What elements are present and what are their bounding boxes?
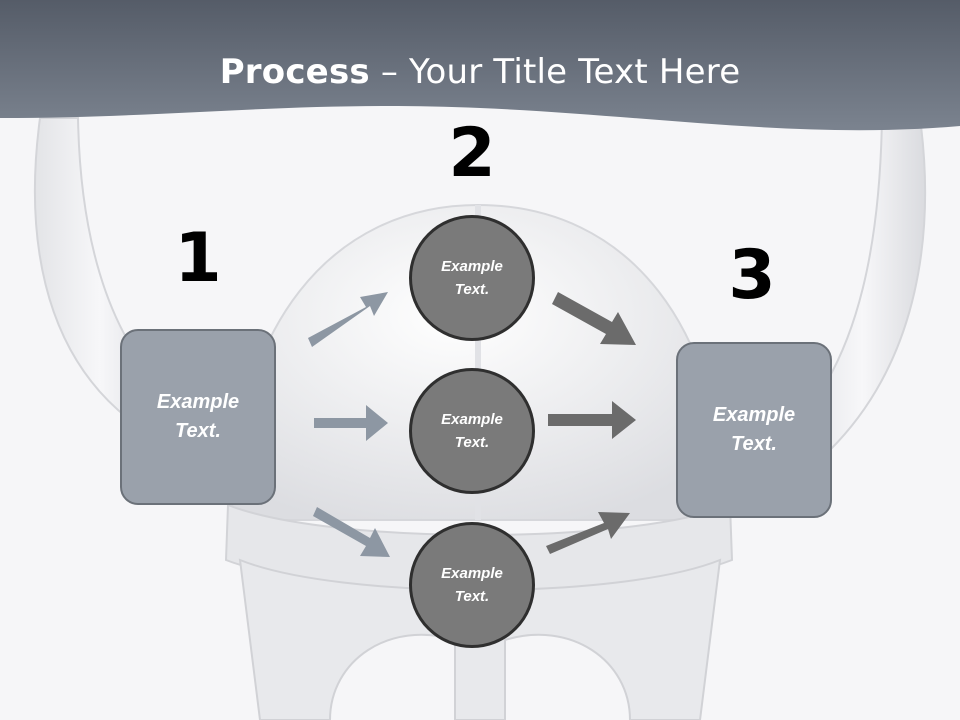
step-2-circle-top: Example Text. (409, 215, 535, 341)
step-3-number: 3 (728, 236, 776, 315)
step-2-circle-middle: Example Text. (409, 368, 535, 494)
circle-bottom-label: Example Text. (441, 565, 503, 605)
circle-middle-label: Example Text. (441, 411, 503, 451)
step-1-number: 1 (174, 219, 222, 298)
title-rest: – Your Title Text Here (369, 52, 741, 92)
slide-title: Process – Your Title Text Here (0, 52, 960, 92)
arrow-right-bottom (546, 512, 630, 554)
title-bold: Process (219, 52, 370, 92)
step-2-circle-bottom: Example Text. (409, 522, 535, 648)
arrow-left-bottom (313, 507, 390, 557)
step-2-number: 2 (448, 114, 496, 193)
arrow-left-top (308, 292, 388, 347)
arrow-left-middle (314, 405, 388, 441)
circle-top-label: Example Text. (441, 258, 503, 298)
step-1-label: Example Text. (156, 391, 240, 442)
arrow-right-middle (548, 401, 636, 439)
step-1-box: Example Text. (120, 329, 276, 505)
arrow-right-top (552, 292, 636, 345)
header-band (0, 0, 960, 131)
step-3-box: Example Text. (676, 342, 832, 518)
step-3-label: Example Text. (712, 404, 796, 455)
